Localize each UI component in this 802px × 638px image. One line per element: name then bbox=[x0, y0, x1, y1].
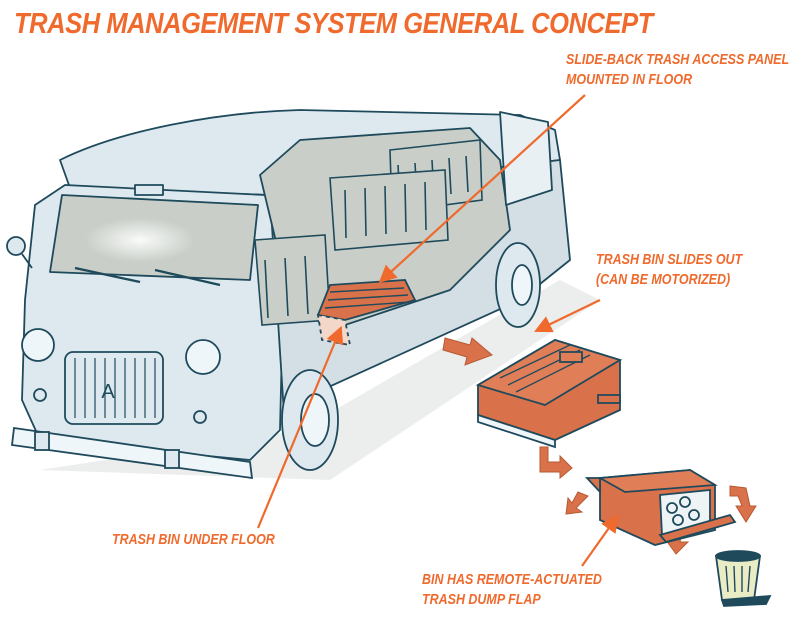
seats bbox=[254, 139, 483, 326]
slide-out-arrow-icon bbox=[442, 337, 493, 366]
diagram-title: TRASH MANAGEMENT SYSTEM GENERAL CONCEPT bbox=[14, 8, 653, 40]
dumping-trash-bin bbox=[584, 469, 737, 546]
right-headlight bbox=[185, 339, 221, 375]
side-mirror bbox=[6, 236, 26, 256]
leader-dump-flap bbox=[581, 514, 619, 567]
wheels bbox=[281, 242, 541, 471]
callout-under-floor-line1: TRASH BIN UNDER FLOOR bbox=[112, 532, 275, 548]
callout-access-panel-line1: SLIDE-BACK TRASH ACCESS PANEL bbox=[566, 52, 790, 68]
leader-under-floor bbox=[256, 325, 344, 529]
grille bbox=[64, 351, 164, 425]
rear-window bbox=[499, 111, 553, 206]
floor-access-panel bbox=[316, 279, 417, 347]
callout-access-panel-line2: MOUNTED IN FLOOR bbox=[566, 72, 693, 88]
dump-motion-arrows bbox=[539, 446, 757, 555]
callout-dump-flap-line1: BIN HAS REMOTE-ACTUATED bbox=[422, 572, 602, 588]
callout-under-floor: TRASH BIN UNDER FLOOR bbox=[112, 530, 275, 550]
callout-dump-flap-line2: TRASH DUMP FLAP bbox=[422, 592, 541, 608]
slid-out-trash-bin bbox=[475, 339, 623, 449]
middle-seat bbox=[329, 169, 449, 251]
leader-access-panel bbox=[378, 94, 586, 283]
callout-access-panel: SLIDE-BACK TRASH ACCESS PANEL MOUNTED IN… bbox=[566, 50, 789, 90]
down-left-arrow-icon bbox=[565, 491, 589, 515]
callout-bin-slides-line1: TRASH BIN SLIDES OUT bbox=[596, 252, 743, 268]
callout-bin-slides-out: TRASH BIN SLIDES OUT (CAN BE MOTORIZED) bbox=[596, 250, 742, 290]
curved-arrow-icon bbox=[539, 446, 573, 480]
callout-dump-flap: BIN HAS REMOTE-ACTUATED TRASH DUMP FLAP bbox=[422, 570, 602, 610]
leader-lines bbox=[256, 94, 619, 567]
left-headlight bbox=[21, 328, 55, 362]
callout-bin-slides-line2: (CAN BE MOTORIZED) bbox=[596, 272, 731, 288]
leader-bin-slides bbox=[534, 299, 601, 333]
trash-can-icon bbox=[714, 550, 772, 607]
van-front-details bbox=[11, 328, 254, 480]
curved-down-arrow-icon bbox=[729, 485, 757, 523]
grille-badge: A bbox=[101, 381, 115, 403]
